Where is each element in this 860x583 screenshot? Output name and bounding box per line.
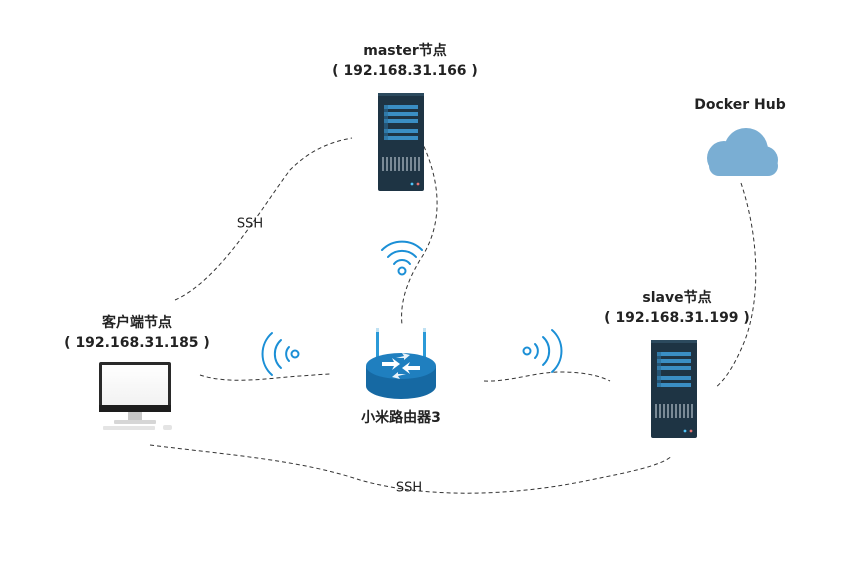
slave-node-label: slave节点 ( 192.168.31.199 ) xyxy=(604,288,750,328)
router-icon xyxy=(366,328,436,399)
wifi-signal-right-icon xyxy=(522,329,563,373)
edge-master-router xyxy=(401,139,438,326)
router-node-name: 小米路由器3 xyxy=(361,410,441,426)
master-server-icon xyxy=(378,93,424,191)
slave-server-icon xyxy=(651,340,697,438)
edge-client-router xyxy=(199,373,333,381)
wifi-signal-left-icon xyxy=(261,332,300,376)
ssh-slave-label: SSH xyxy=(395,480,423,496)
router-node-label: 小米路由器3 xyxy=(361,408,441,428)
slave-node-name: slave节点 xyxy=(642,290,712,306)
client-node-ip: ( 192.168.31.185 ) xyxy=(64,335,210,351)
desktop-computer-icon xyxy=(99,362,172,430)
client-node-label: 客户端节点 ( 192.168.31.185 ) xyxy=(64,313,210,353)
edge-slave-hub xyxy=(714,182,757,389)
client-node-name: 客户端节点 xyxy=(102,315,172,331)
ssh-master-label: SSH xyxy=(236,216,264,232)
master-node-name: master节点 xyxy=(363,43,447,59)
edge-router-slave xyxy=(483,371,611,382)
master-node-ip: ( 192.168.31.166 ) xyxy=(332,63,478,79)
master-node-label: master节点 ( 192.168.31.166 ) xyxy=(332,41,478,81)
cloud-icon xyxy=(707,128,778,176)
hub-node-name: Docker Hub xyxy=(694,97,786,113)
wifi-signal-top-icon xyxy=(381,240,423,276)
hub-node-label: Docker Hub xyxy=(694,95,785,115)
edge-client-master xyxy=(174,137,353,301)
slave-node-ip: ( 192.168.31.199 ) xyxy=(604,310,750,326)
